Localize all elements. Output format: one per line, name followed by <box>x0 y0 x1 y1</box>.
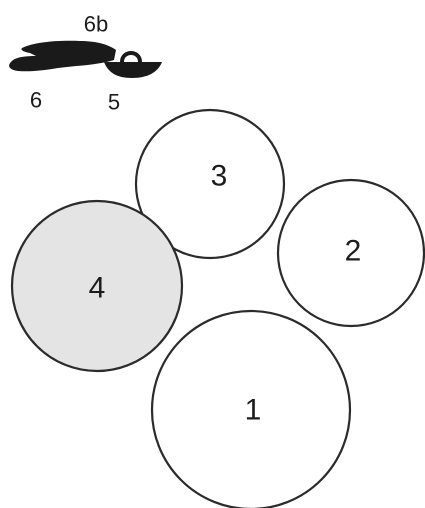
circle-4-label: 4 <box>89 272 106 305</box>
object-label-5: 5 <box>108 90 120 115</box>
circle-2: 2 <box>278 180 424 326</box>
object-5-shape <box>104 62 162 78</box>
circle-1-label: 1 <box>245 394 262 427</box>
object-label-6: 6 <box>30 88 42 113</box>
object-group: 6b 6 5 <box>9 12 162 115</box>
object-6-shape <box>9 41 116 72</box>
circle-4: 4 <box>12 201 182 371</box>
object-label-6b: 6b <box>84 12 108 37</box>
object-5-handle <box>122 53 140 62</box>
circle-3-label: 3 <box>211 160 228 193</box>
circle-1: 1 <box>152 311 350 508</box>
circle-2-label: 2 <box>345 235 362 268</box>
